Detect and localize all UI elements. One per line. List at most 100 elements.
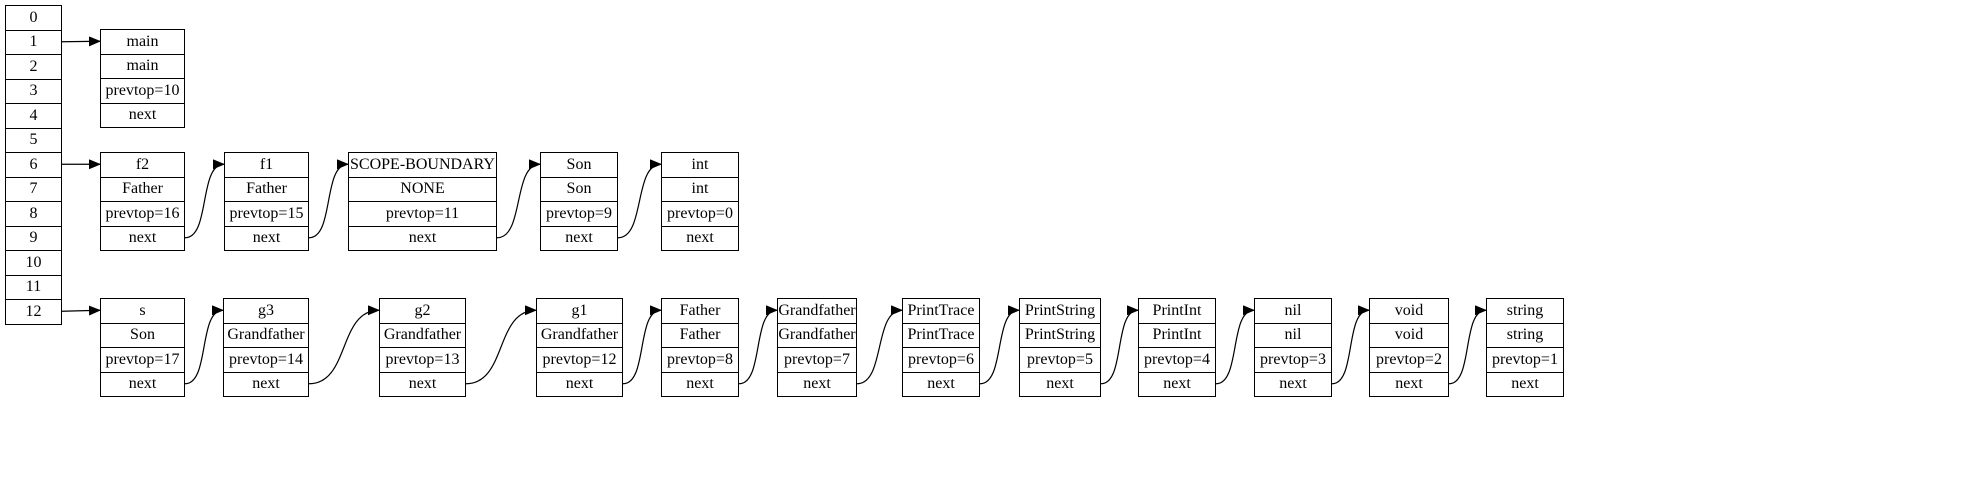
entry-type-field: Grandfather — [777, 322, 857, 349]
entry-prevtop-field: prevtop=12 — [536, 347, 623, 373]
entry-name-field: string — [1486, 298, 1564, 324]
hash-index-cell: 9 — [5, 225, 62, 252]
entry-prevtop-field: prevtop=14 — [223, 347, 309, 373]
entry-next-field: next — [536, 371, 623, 398]
entry-name-field: SCOPE-BOUNDARY — [348, 152, 497, 178]
entry-next-field: next — [902, 371, 980, 398]
entry-next-field: next — [379, 371, 466, 398]
entry-next-field: next — [661, 225, 739, 252]
entry-name-field: PrintString — [1019, 298, 1101, 324]
hash-index-cell: 8 — [5, 201, 62, 227]
entry-prevtop-field: prevtop=8 — [661, 347, 739, 373]
entry-name-field: Son — [540, 152, 618, 178]
hash-index-cell: 1 — [5, 29, 62, 56]
entry-name-field: g1 — [536, 298, 623, 324]
entry-next-field: next — [1019, 371, 1101, 398]
next-pointer-arrow — [184, 305, 224, 385]
entry-type-field: Grandfather — [536, 322, 623, 349]
next-pointer-arrow — [856, 305, 903, 385]
entry-name-field: g3 — [223, 298, 309, 324]
entry-type-field: nil — [1254, 322, 1332, 349]
hash-index-cell: 10 — [5, 250, 62, 276]
entry-type-field: NONE — [348, 176, 497, 203]
next-pointer-arrow — [1331, 305, 1370, 385]
next-pointer-arrow — [465, 305, 537, 385]
entry-name-field: nil — [1254, 298, 1332, 324]
entry-name-field: Grandfather — [777, 298, 857, 324]
entry-type-field: string — [1486, 322, 1564, 349]
entry-prevtop-field: prevtop=1 — [1486, 347, 1564, 373]
entry-prevtop-field: prevtop=0 — [661, 201, 739, 227]
entry-type-field: Son — [540, 176, 618, 203]
entry-next-field: next — [540, 225, 618, 252]
hash-index-cell: 12 — [5, 299, 62, 325]
entry-next-field: next — [661, 371, 739, 398]
hash-index-cell: 5 — [5, 127, 62, 154]
entry-name-field: PrintTrace — [902, 298, 980, 324]
entry-type-field: Father — [661, 322, 739, 349]
entry-prevtop-field: prevtop=11 — [348, 201, 497, 227]
bucket-pointer-arrow — [61, 305, 101, 316]
next-pointer-arrow — [622, 305, 662, 385]
hash-index-cell: 7 — [5, 176, 62, 203]
entry-next-field: next — [224, 225, 309, 252]
entry-type-field: PrintInt — [1138, 322, 1216, 349]
next-pointer-arrow — [184, 159, 225, 239]
entry-prevtop-field: prevtop=9 — [540, 201, 618, 227]
entry-next-field: next — [1486, 371, 1564, 398]
entry-name-field: g2 — [379, 298, 466, 324]
entry-next-field: next — [223, 371, 309, 398]
entry-prevtop-field: prevtop=2 — [1369, 347, 1449, 373]
entry-prevtop-field: prevtop=10 — [100, 78, 185, 104]
entry-next-field: next — [777, 371, 857, 398]
hash-index-cell: 11 — [5, 274, 62, 301]
entry-name-field: Father — [661, 298, 739, 324]
entry-type-field: Father — [100, 176, 185, 203]
entry-type-field: main — [100, 53, 185, 80]
entry-prevtop-field: prevtop=6 — [902, 347, 980, 373]
hash-index-cell: 6 — [5, 152, 62, 178]
entry-name-field: f1 — [224, 152, 309, 178]
entry-type-field: Grandfather — [223, 322, 309, 349]
entry-name-field: f2 — [100, 152, 185, 178]
entry-prevtop-field: prevtop=13 — [379, 347, 466, 373]
entry-name-field: PrintInt — [1138, 298, 1216, 324]
entry-prevtop-field: prevtop=5 — [1019, 347, 1101, 373]
entry-prevtop-field: prevtop=4 — [1138, 347, 1216, 373]
entry-name-field: main — [100, 29, 185, 55]
entry-name-field: int — [661, 152, 739, 178]
entry-type-field: PrintString — [1019, 322, 1101, 349]
next-pointer-arrow — [1215, 305, 1255, 385]
entry-prevtop-field: prevtop=3 — [1254, 347, 1332, 373]
entry-name-field: s — [100, 298, 185, 324]
next-pointer-arrow — [1448, 305, 1487, 385]
entry-prevtop-field: prevtop=7 — [777, 347, 857, 373]
entry-prevtop-field: prevtop=16 — [100, 201, 185, 227]
entry-name-field: void — [1369, 298, 1449, 324]
entry-type-field: int — [661, 176, 739, 203]
entry-next-field: next — [1138, 371, 1216, 398]
entry-type-field: void — [1369, 322, 1449, 349]
next-pointer-arrow — [308, 305, 380, 385]
entry-type-field: PrintTrace — [902, 322, 980, 349]
hash-index-cell: 3 — [5, 78, 62, 105]
entry-next-field: next — [100, 371, 185, 398]
next-pointer-arrow — [738, 305, 778, 385]
entry-next-field: next — [1369, 371, 1449, 398]
hash-index-cell: 0 — [5, 5, 62, 31]
entry-prevtop-field: prevtop=15 — [224, 201, 309, 227]
hash-index-cell: 2 — [5, 54, 62, 80]
entry-type-field: Son — [100, 322, 185, 349]
next-pointer-arrow — [617, 159, 662, 239]
next-pointer-arrow — [496, 159, 541, 239]
next-pointer-arrow — [979, 305, 1020, 385]
entry-next-field: next — [1254, 371, 1332, 398]
hash-index-cell: 4 — [5, 103, 62, 129]
next-pointer-arrow — [308, 159, 349, 239]
entry-prevtop-field: prevtop=17 — [100, 347, 185, 373]
next-pointer-arrow — [1100, 305, 1139, 385]
entry-next-field: next — [100, 102, 185, 129]
entry-type-field: Father — [224, 176, 309, 203]
